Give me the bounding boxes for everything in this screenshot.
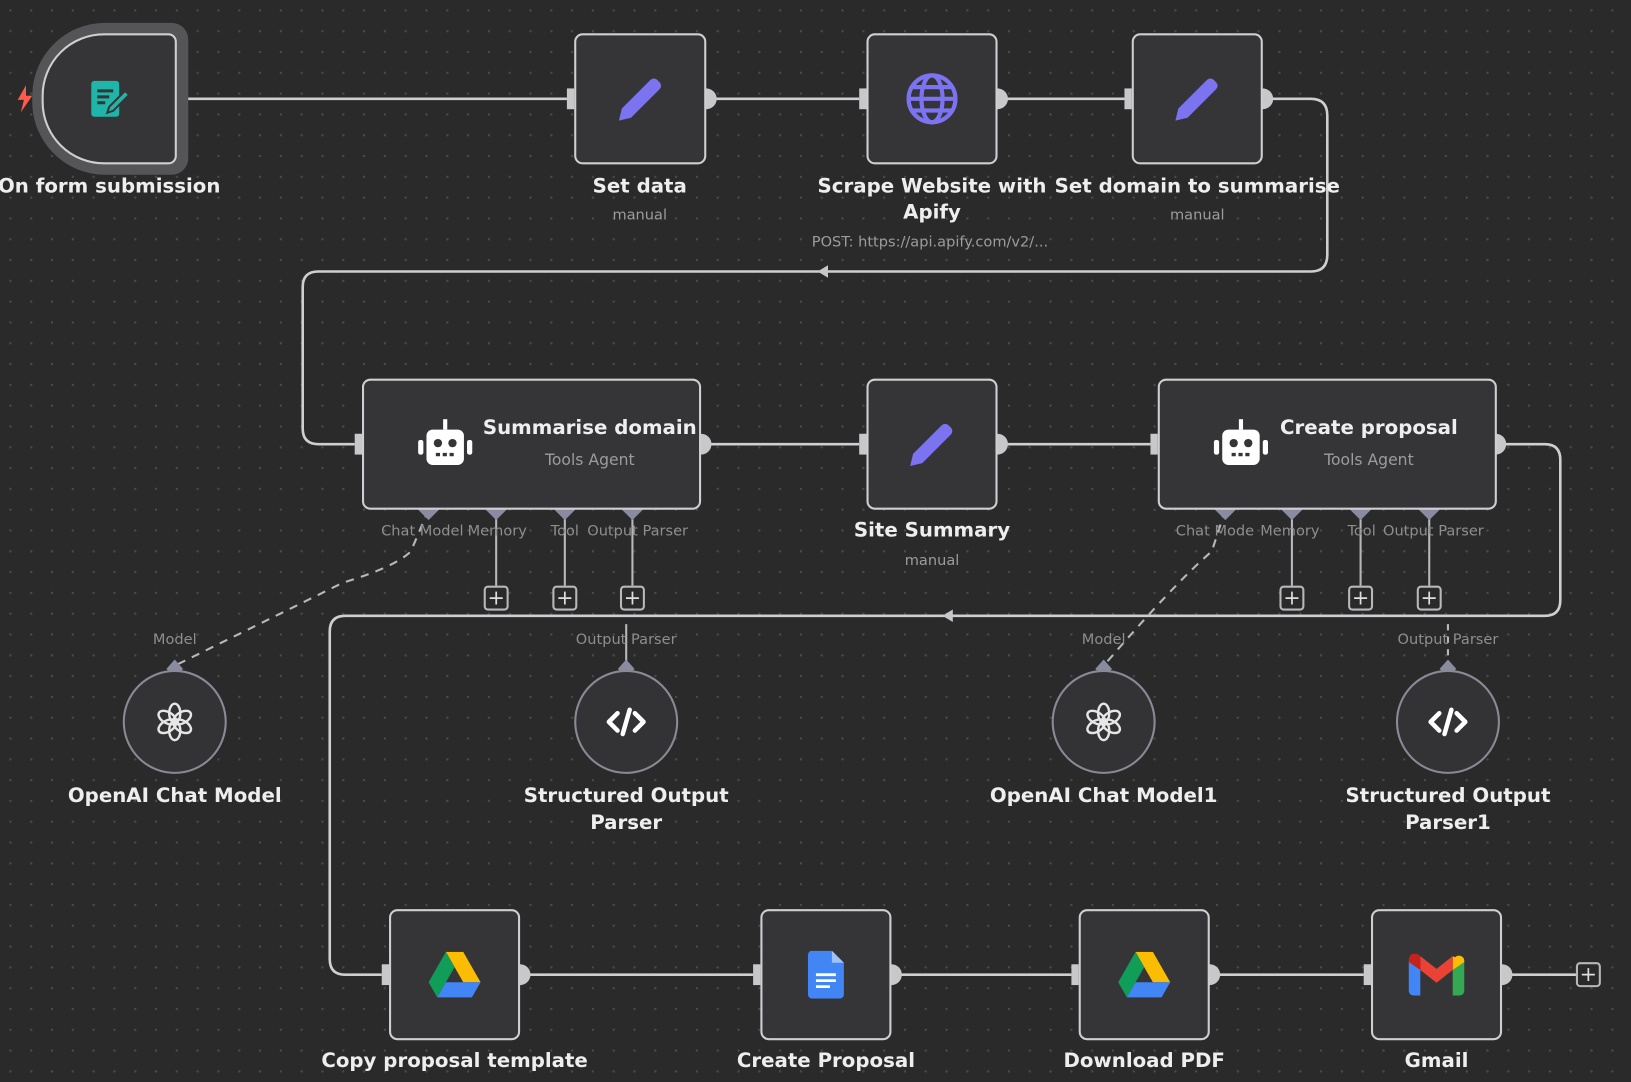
handle-label: Memory	[1260, 523, 1320, 540]
globe-icon	[906, 73, 958, 125]
node-on-form-submission[interactable]	[41, 33, 177, 165]
node-structured-output-parser[interactable]	[574, 669, 679, 774]
node-subtitle: Tools Agent	[1324, 450, 1414, 470]
node-create-proposal[interactable]	[1157, 378, 1497, 510]
pencil-icon	[618, 78, 661, 121]
code-icon	[1428, 707, 1468, 737]
handle-label: Output Parser	[575, 631, 677, 649]
node-label: Download PDF	[1063, 1049, 1225, 1073]
node-label: Structured Output	[1345, 784, 1551, 808]
node-set-data[interactable]	[574, 33, 707, 165]
node-label: OpenAI Chat Model	[67, 784, 282, 808]
node-label: Parser	[590, 811, 663, 835]
node-openai-chat-model1[interactable]	[1051, 669, 1156, 774]
add-output-parser-button[interactable]: +	[619, 585, 645, 611]
handle-label: Tool	[550, 523, 579, 540]
node-subtitle: manual	[904, 552, 960, 569]
google-docs-icon	[807, 950, 844, 999]
node-subtitle: POST: https://api.apify.com/v2/...	[811, 234, 1049, 251]
node-subtitle: manual	[1169, 206, 1225, 224]
node-label: Gmail	[1404, 1049, 1469, 1073]
connection	[301, 97, 1329, 446]
openai-icon	[157, 702, 193, 742]
handle-label: Model	[152, 631, 197, 649]
node-create-proposal-doc[interactable]	[760, 909, 892, 1041]
gmail-icon	[1408, 953, 1465, 996]
node-scrape-website[interactable]	[866, 33, 998, 165]
handle-label: Output Parser	[1382, 523, 1484, 540]
form-icon	[91, 80, 131, 117]
google-drive-icon	[428, 951, 481, 998]
node-set-domain[interactable]	[1131, 33, 1263, 165]
node-label: Create Proposal	[736, 1049, 915, 1073]
pencil-icon	[910, 423, 953, 467]
pencil-icon	[1175, 78, 1218, 121]
openai-icon	[1086, 702, 1122, 742]
robot-icon	[418, 419, 473, 465]
node-subtitle: Tools Agent	[544, 450, 635, 470]
node-label: Structured Output	[523, 784, 729, 808]
handle-label: Chat Mode	[1175, 523, 1255, 540]
add-memory-button[interactable]: +	[483, 585, 509, 611]
node-subtitle: manual	[612, 206, 667, 224]
robot-icon	[1213, 419, 1269, 465]
add-tool-button[interactable]: +	[552, 585, 578, 611]
node-site-summary[interactable]	[866, 378, 998, 510]
node-label: Scrape Website with	[817, 174, 1047, 198]
node-label: Set data	[592, 174, 687, 198]
node-summarise-domain[interactable]	[361, 378, 702, 510]
node-label: OpenAI Chat Model1	[989, 784, 1218, 808]
node-download-pdf[interactable]	[1078, 909, 1210, 1041]
google-drive-icon	[1118, 951, 1171, 998]
node-gmail[interactable]	[1370, 909, 1503, 1041]
node-label: Site Summary	[853, 519, 1011, 542]
trigger-bolt-icon	[17, 85, 33, 113]
handle-label: Model	[1081, 631, 1126, 649]
node-label: On form submission	[0, 174, 221, 198]
add-output-parser-button[interactable]: +	[1416, 585, 1442, 611]
handle-label: Memory	[467, 523, 527, 540]
handle-label: Output Parser	[1397, 631, 1499, 649]
node-label: Apify	[903, 200, 961, 224]
handle-label: Chat Model	[381, 523, 464, 540]
node-label: Set domain to summarise	[1054, 174, 1340, 198]
node-copy-proposal-template[interactable]	[389, 909, 521, 1041]
node-structured-output-parser1[interactable]	[1395, 669, 1500, 774]
handle-label: Output Parser	[587, 523, 689, 540]
code-icon	[606, 707, 646, 737]
add-memory-button[interactable]: +	[1279, 585, 1305, 611]
node-openai-chat-model[interactable]	[122, 669, 227, 774]
node-label: Create proposal	[1279, 416, 1458, 439]
node-label: Parser1	[1405, 811, 1491, 835]
add-node-button[interactable]: +	[1575, 962, 1601, 988]
add-tool-button[interactable]: +	[1348, 585, 1374, 611]
node-label: Summarise domain	[482, 416, 697, 439]
handle-label: Tool	[1347, 523, 1376, 540]
node-label: Copy proposal template	[321, 1049, 588, 1073]
